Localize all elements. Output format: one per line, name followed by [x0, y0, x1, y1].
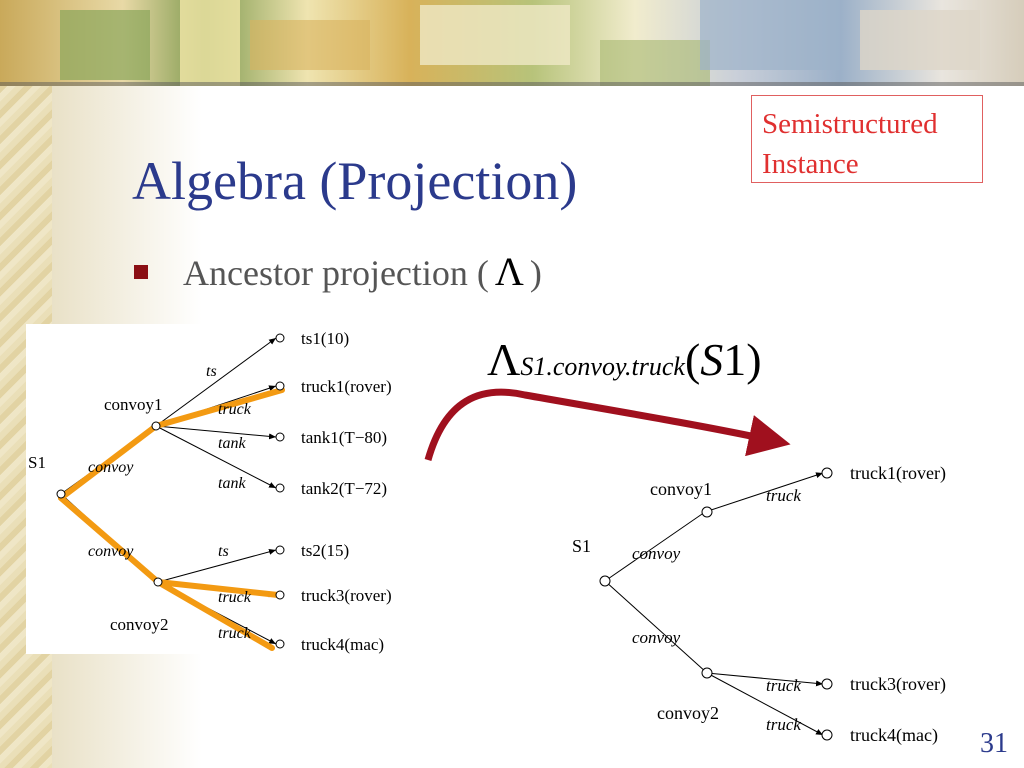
tree-right-edges	[604, 472, 824, 736]
bullet-marker	[134, 265, 148, 279]
tree-right-edge-convoy-b: convoy	[632, 628, 681, 647]
callout-line-2: Instance	[762, 148, 859, 180]
tree-right-nodes	[599, 467, 833, 741]
tree-right-leaf-truck1: truck1(rover)	[850, 463, 946, 484]
tree-left-convoy2-label: convoy2	[110, 615, 169, 634]
tree-left-leaf-tank1: tank1(T−80)	[301, 428, 387, 447]
tree-right-edge-truck-4: truck	[766, 715, 801, 734]
tree-left-edge-truck-3: truck	[218, 589, 252, 606]
decorative-top-banner	[0, 0, 1024, 86]
tree-left-edge-convoy-a: convoy	[88, 459, 134, 476]
tree-right-leaf-truck3: truck3(rover)	[850, 674, 946, 695]
tree-right-edge-truck-3: truck	[766, 676, 801, 695]
bullet-item: Ancestor projection (Λ)	[183, 248, 542, 295]
formula-subscript: S1.convoy.truck	[520, 352, 685, 381]
tree-left-leaf-tank2: tank2(T−72)	[301, 479, 387, 498]
tree-right-convoy1-label: convoy1	[650, 479, 712, 499]
callout-box: Semistructured Instance	[751, 95, 983, 183]
slide-title: Algebra (Projection)	[132, 151, 578, 211]
page-number: 31	[980, 728, 1008, 759]
formula-open: (	[684, 334, 701, 385]
tree-right-edge-truck-1: truck	[766, 486, 801, 505]
tree-left-edge-truck-4: truck	[218, 625, 252, 642]
tree-right-convoy2-label: convoy2	[657, 703, 719, 723]
tree-left-edge-truck-1: truck	[218, 401, 252, 418]
tree-left-edge-convoy-b: convoy	[88, 543, 134, 560]
formula-lambda: Λ	[487, 334, 521, 385]
tree-left-leaf-truck1: truck1(rover)	[301, 377, 392, 396]
bullet-text: Ancestor projection (	[183, 253, 489, 293]
projection-formula: ΛS1.convoy.truck(S1)	[487, 333, 762, 386]
projection-highlight	[58, 387, 285, 651]
tree-left-edge-tank-2: tank	[218, 475, 246, 492]
tree-left: S1 convoy1 convoy2 ts1(10) truck1(rover)…	[28, 329, 392, 654]
tree-left-panel: S1 convoy1 convoy2 ts1(10) truck1(rover)…	[26, 324, 426, 654]
tree-left-edge-ts-1: ts	[206, 363, 217, 380]
tree-right-root-label: S1	[572, 536, 591, 556]
tree-left-leaf-truck3: truck3(rover)	[301, 586, 392, 605]
tree-left-leaf-truck4: truck4(mac)	[301, 635, 384, 654]
tree-right-leaf-truck4: truck4(mac)	[850, 725, 938, 746]
tree-left-convoy1-label: convoy1	[104, 395, 163, 414]
formula-arg-num: 1	[723, 334, 747, 385]
tree-left-root-label: S1	[28, 453, 46, 472]
formula-close: )	[746, 334, 762, 385]
bullet-close: )	[529, 253, 542, 293]
tree-left-leaf-ts1: ts1(10)	[301, 329, 349, 348]
tree-left-nodes	[56, 333, 285, 649]
tree-right-edge-convoy-a: convoy	[632, 544, 681, 563]
tree-left-edge-ts-2: ts	[218, 543, 229, 560]
tree-left-edge-tank-1: tank	[218, 435, 246, 452]
tree-left-leaf-ts2: ts2(15)	[301, 541, 349, 560]
formula-arg: S	[700, 334, 724, 385]
lambda-symbol: Λ	[494, 249, 524, 294]
callout-line-1: Semistructured	[762, 108, 938, 140]
tree-right: S1 convoy1 convoy2 truck1(rover) truck3(…	[572, 463, 946, 746]
